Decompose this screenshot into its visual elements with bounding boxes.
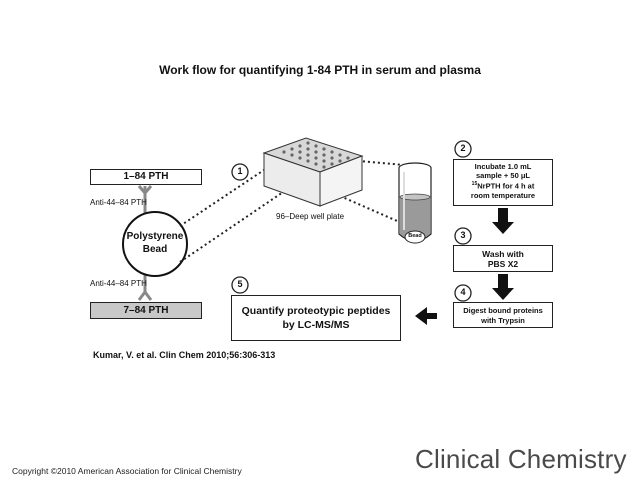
step-5-line1: Quantify proteotypic peptides [241, 305, 391, 317]
step-2-line4: room temperature [470, 190, 536, 200]
copyright-notice: Copyright ©2010 American Association for… [12, 466, 242, 476]
journal-logo: Clinical Chemistry [415, 444, 627, 474]
step-2-line1: Incubate 1.0 mL [474, 162, 532, 171]
deep-well-plate-icon [262, 137, 364, 207]
antibody-top-icon [137, 185, 153, 214]
step-4-line1: Digest bound proteins [463, 306, 543, 315]
pth-1-84-box: 1–84 PTH [90, 169, 202, 185]
bead-label-line2: Bead [142, 244, 168, 255]
step-4-box: Digest bound proteins with Trypsin [453, 302, 553, 328]
step-3-box: Wash with PBS X2 [453, 245, 553, 272]
step-2-line2: sample + 50 μL [476, 171, 530, 180]
step-3-number: 3 [460, 230, 466, 240]
step-4-number: 4 [460, 287, 466, 297]
step-1-number: 1 [237, 166, 243, 176]
dotted-connectors [179, 159, 405, 263]
step-5-line2: by LC-MS/MS [282, 319, 350, 331]
arrows [415, 208, 514, 325]
tube-icon [398, 162, 432, 244]
step-2-line3: 15NrPTH for 4 h at [454, 180, 552, 191]
step-2-number: 2 [460, 143, 466, 153]
step-2-isotope: 15 [471, 181, 478, 187]
antibody-top-label: Anti-44–84 PTH [90, 198, 147, 207]
bead-label: Polystyrene Bead [123, 230, 187, 256]
plate-label: 96–Deep well plate [276, 212, 345, 221]
tube-bead-label: Bead [408, 233, 422, 239]
polystyrene-bead [122, 211, 188, 277]
citation: Kumar, V. et al. Clin Chem 2010;56:306-3… [93, 350, 276, 360]
step-circles [231, 140, 472, 302]
step-4-line2: with Trypsin [481, 316, 525, 325]
step-2-line3-text: NrPTH for 4 h at [477, 181, 535, 191]
bead-label-line1: Polystyrene [126, 231, 184, 242]
step-3-line2: PBS X2 [487, 259, 519, 269]
diagram-title: Work flow for quantifying 1-84 PTH in se… [159, 63, 481, 77]
step-3-line1: Wash with [482, 249, 524, 259]
pth-7-84-box: 7–84 PTH [90, 302, 202, 319]
antibody-bottom-label: Anti-44–84 PTH [90, 279, 147, 288]
step-5-number: 5 [237, 279, 243, 289]
step-5-box: Quantify proteotypic peptides by LC-MS/M… [231, 295, 401, 341]
step-2-box: Incubate 1.0 mL sample + 50 μL 15NrPTH f… [453, 159, 553, 206]
